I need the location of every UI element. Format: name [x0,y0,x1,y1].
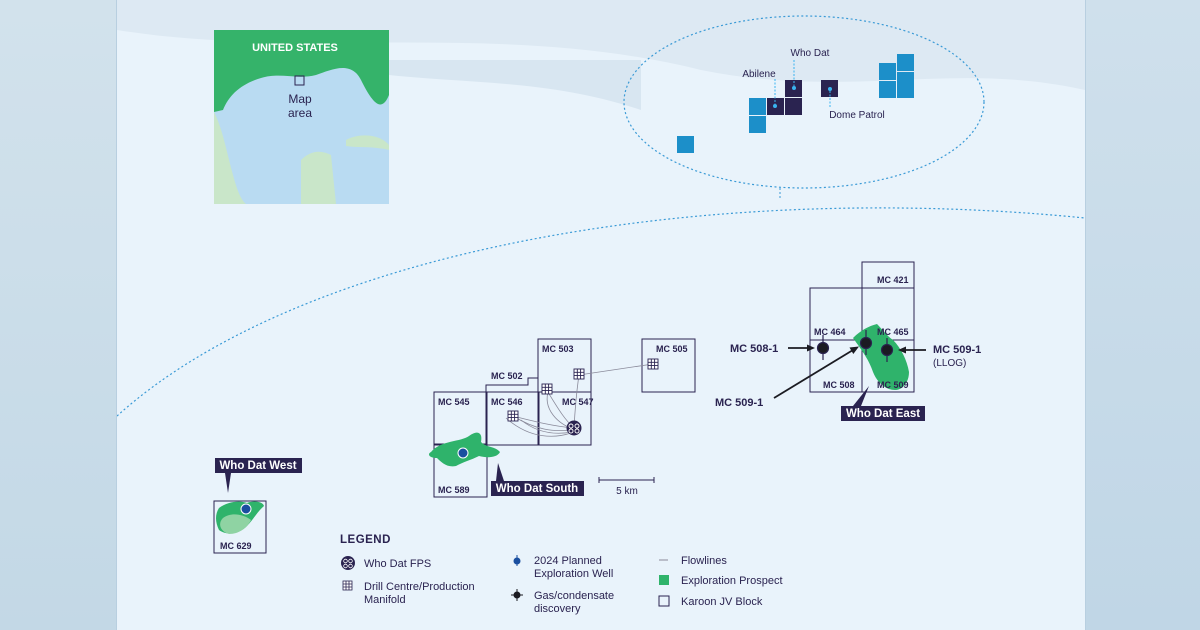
label-mc546: MC 546 [491,397,523,407]
discovery-wells [816,330,894,362]
inset-map-label-2: area [288,106,312,120]
map-canvas[interactable]: UNITED STATES Map area Who Dat Abilene D… [117,0,1085,630]
map-frame: UNITED STATES Map area Who Dat Abilene D… [116,0,1086,630]
legend-gas-label-2: discovery [534,603,581,615]
upper-bathymetry-band [117,0,1085,90]
label-mc508-1: MC 508-1 [730,343,778,355]
legend-fps-label: Who Dat FPS [364,558,431,570]
label-mc509-1-llog: MC 509-1 [933,344,981,356]
legend-planned-label-1: 2024 Planned [534,555,602,567]
legend-flowlines-label: Flowlines [681,555,727,567]
left-margin [0,0,116,630]
legend-title: LEGEND [340,534,391,546]
label-mc509: MC 509 [877,380,909,390]
callout-who-dat-east: Who Dat East [841,386,925,421]
block-grid-south [433,338,696,498]
scale-bar: 5 km [598,477,655,497]
legend-jv-block-icon [658,595,670,607]
label-dome-patrol: Dome Patrol [829,110,885,121]
label-mc465: MC 465 [877,327,909,337]
block-mc629 [213,500,267,554]
zoom-arc [117,207,1085,417]
inset-map-label-1: Map [288,92,312,106]
legend: LEGEND Who Dat FPS Drill Centre/Producti… [340,534,783,615]
label-mc589: MC 589 [438,485,470,495]
inset-country-label: UNITED STATES [252,42,338,54]
label-mc509-1: MC 509-1 [715,397,763,409]
label-abilene: Abilene [742,69,776,80]
svg-text:5 km: 5 km [616,486,638,497]
legend-gas-icon [511,589,523,601]
legend-fps-icon [341,556,355,570]
legend-prospect-label: Exploration Prospect [681,575,783,587]
well-arrows [773,344,926,399]
label-mc545: MC 545 [438,397,470,407]
svg-text:Who Dat East: Who Dat East [846,408,920,420]
legend-planned-icon [513,555,521,566]
legend-drill-icon [342,580,353,591]
svg-text:Who Dat West: Who Dat West [219,460,296,472]
drill-centres [507,358,659,422]
overview-blocks [677,54,914,153]
label-llog: (LLOG) [933,358,966,369]
overview-ellipse [623,15,985,189]
callout-who-dat-west: Who Dat West [215,458,302,493]
label-mc421: MC 421 [877,275,909,285]
legend-jv-block-label: Karoon JV Block [681,596,763,608]
legend-prospect-icon [659,575,669,585]
right-margin [1084,0,1200,630]
planned-wells [240,447,469,515]
label-mc503: MC 503 [542,344,574,354]
prospect-who-dat-west-inner [220,514,251,534]
label-mc464: MC 464 [814,327,846,337]
who-dat-fps-marker [566,420,582,436]
legend-drill-label-2: Manifold [364,594,406,606]
callout-who-dat-south: Who Dat South [491,463,584,496]
label-who-dat: Who Dat [791,48,830,59]
legend-planned-label-2: Exploration Well [534,568,613,580]
label-mc629: MC 629 [220,541,252,551]
inset-map: UNITED STATES Map area [214,30,389,204]
legend-drill-label-1: Drill Centre/Production [364,581,475,593]
label-mc502: MC 502 [491,371,523,381]
label-mc505: MC 505 [656,344,688,354]
label-mc547: MC 547 [562,397,594,407]
label-mc508: MC 508 [823,380,855,390]
svg-text:Who Dat South: Who Dat South [496,483,578,495]
legend-gas-label-1: Gas/condensate [534,590,614,602]
inset-map-area-marker [294,75,305,86]
